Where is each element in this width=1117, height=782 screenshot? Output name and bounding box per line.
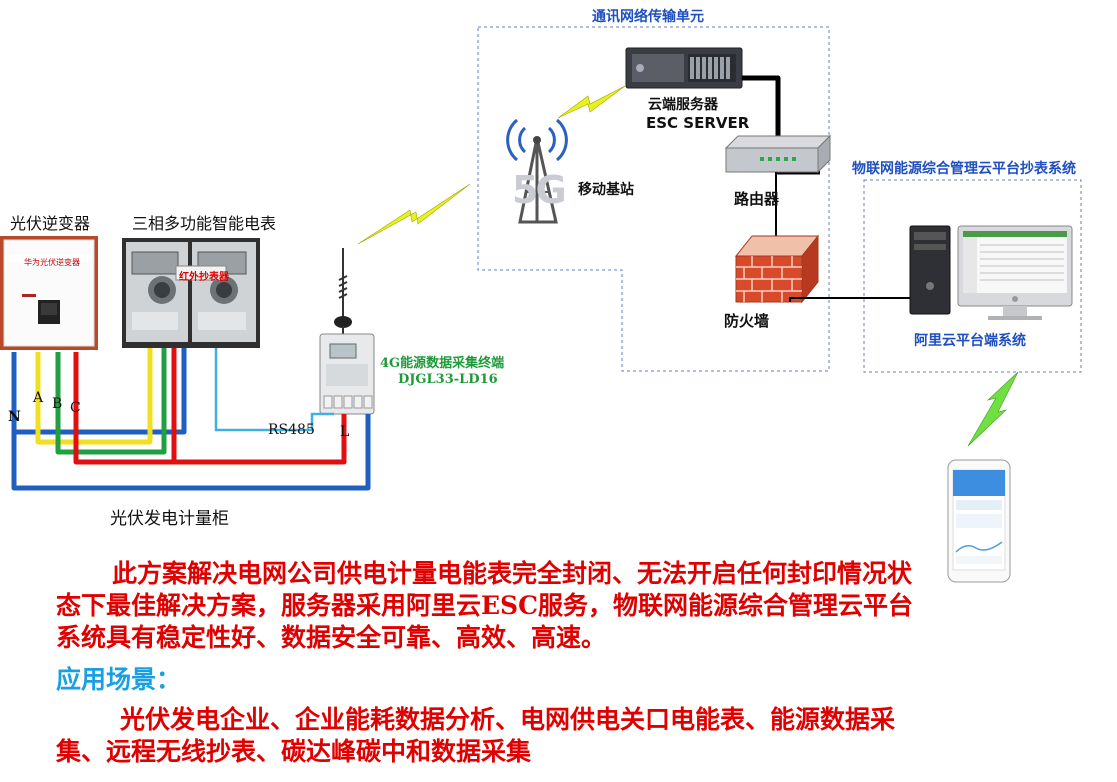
firewall-platform-cable <box>789 297 910 302</box>
aliyun-terminal-label: 阿里云平台端系统 <box>914 333 1026 349</box>
c-label: C <box>70 400 81 416</box>
base-station-icon <box>506 118 568 224</box>
l-label: L <box>340 424 350 440</box>
mobile-phone-icon <box>947 459 1011 583</box>
cloud-server-en-label: ESC SERVER <box>646 114 750 132</box>
ir-reader-label: 红外抄表器 <box>179 272 229 283</box>
rs485-label: RS485 <box>268 422 315 438</box>
collector-terminal-icon <box>319 333 375 415</box>
lightning-base-server <box>557 85 626 119</box>
smart-meter-title: 三相多功能智能电表 <box>132 214 277 233</box>
pv-inverter-icon <box>0 236 98 350</box>
platform-pc-icon <box>909 225 1073 320</box>
base-station-label: 移动基站 <box>578 182 634 198</box>
firewall-icon <box>734 234 820 304</box>
firewall-label: 防火墙 <box>724 312 770 330</box>
scenario-title: 应用场景： <box>56 665 182 694</box>
scenario-text: 光伏发电企业、企业能耗数据分析、电网供电关口电能表、能源数据采集、远程无线抄表、… <box>56 705 896 766</box>
iot-platform-border <box>863 179 1082 373</box>
pv-inverter-title: 光伏逆变器 <box>10 214 91 233</box>
lightning-phone-platform <box>967 371 1019 447</box>
network-unit-title: 通讯网络传输单元 <box>592 9 704 25</box>
router-icon <box>724 134 832 174</box>
b-label: B <box>52 396 63 412</box>
inverter-brand-label: 华为光伏逆变器 <box>24 258 80 267</box>
wiring-harness <box>11 348 371 491</box>
cloud-server-icon <box>625 47 743 89</box>
network-unit-border <box>477 26 830 372</box>
n-label: N <box>8 409 21 425</box>
cloud-server-label: 云端服务器 <box>648 97 718 113</box>
iot-platform-title: 物联网能源综合管理云平台抄表系统 <box>852 161 1076 177</box>
a-label: A <box>33 390 44 406</box>
collector-name-label: 4G能源数据采集终端 <box>380 356 505 371</box>
cabinet-label: 光伏发电计量柜 <box>110 509 229 529</box>
antenna-icon <box>334 248 352 334</box>
five-g-label: 5G <box>512 168 567 212</box>
lightning-antenna-base <box>357 183 471 245</box>
smart-meter-icon <box>122 238 260 348</box>
description-paragraph: 此方案解决电网公司供电计量电能表完全封闭、无法开启任何封印情况状态下最佳解决方案… <box>56 559 914 652</box>
collector-model-label: DJGL33-LD16 <box>398 372 498 387</box>
router-label: 路由器 <box>734 190 780 208</box>
